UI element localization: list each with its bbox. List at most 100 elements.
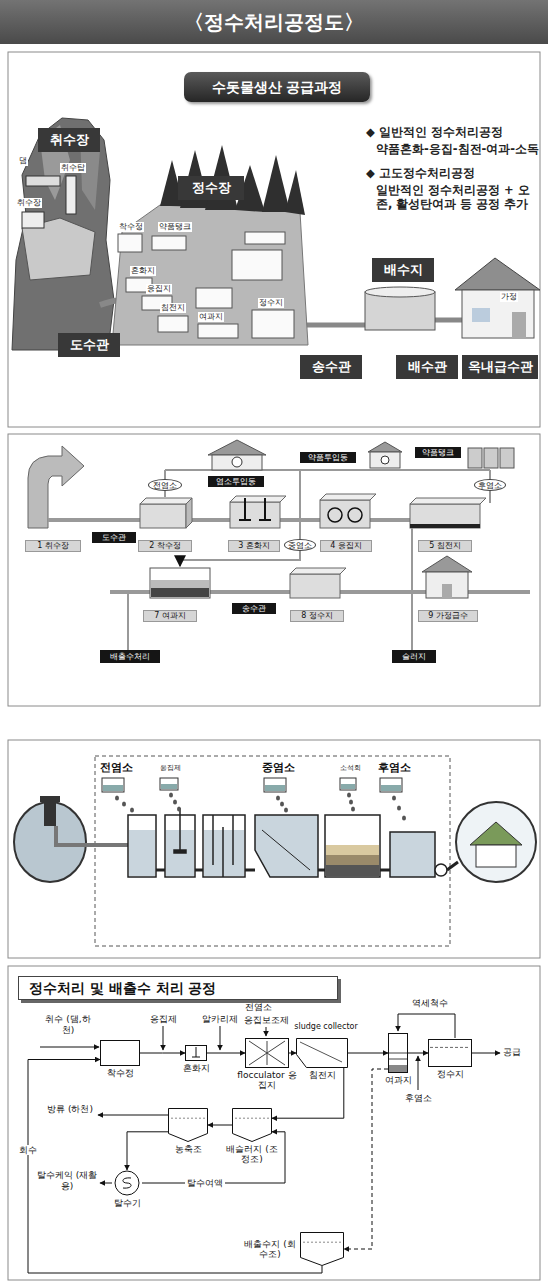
house bbox=[472, 308, 490, 322]
unit-drawing bbox=[296, 1038, 348, 1068]
panel-frame bbox=[8, 966, 540, 1280]
node-text: 9 가정급수 bbox=[428, 611, 468, 621]
process-line-drawing bbox=[151, 580, 209, 588]
process-illustration bbox=[103, 785, 123, 791]
edge-label: 회수 bbox=[17, 1145, 39, 1156]
flow-arrow bbox=[163, 1026, 164, 1050]
process-illustration bbox=[284, 808, 288, 813]
process-line-drawing bbox=[410, 498, 486, 504]
unit-drawing bbox=[428, 1039, 472, 1067]
process-line-drawing bbox=[410, 504, 480, 528]
mixer bbox=[192, 1057, 200, 1058]
text-label: 탈수케익 (재활용) bbox=[36, 1170, 98, 1192]
node-text: 송수관 bbox=[312, 359, 351, 375]
unit-outline bbox=[101, 1041, 140, 1066]
process-line-drawing bbox=[468, 448, 514, 468]
unit-text: 배슬러지 (조정조) bbox=[226, 1144, 277, 1164]
treatment-plant bbox=[232, 250, 282, 280]
process-unit: 배슬러지 (조정조) bbox=[225, 1108, 279, 1165]
node-text: 5 침전지 bbox=[429, 541, 461, 551]
chlorine-oval: 전염소 bbox=[148, 479, 182, 491]
node-text: 1 취수장 bbox=[37, 541, 69, 551]
unit-outline bbox=[389, 1034, 408, 1073]
process-line-drawing bbox=[28, 440, 530, 650]
water-line bbox=[303, 1242, 341, 1243]
text-label: 가정 bbox=[500, 292, 518, 302]
house bbox=[455, 258, 540, 338]
text-label: 취수 (댐,하천) bbox=[42, 1014, 94, 1036]
floc-hatch bbox=[249, 1041, 285, 1065]
unit-label: 침전지 bbox=[300, 1070, 344, 1080]
text-label: 응집지 bbox=[146, 284, 172, 294]
process-illustration bbox=[40, 796, 60, 802]
process-illustration bbox=[380, 778, 402, 792]
treatment-plant bbox=[118, 234, 142, 252]
process-illustration bbox=[340, 778, 356, 790]
text-label: 전염소 bbox=[100, 761, 133, 774]
section-label: 배수관 bbox=[396, 355, 458, 379]
unit-text: 착수정 bbox=[107, 1068, 134, 1078]
process-line-drawing bbox=[348, 508, 362, 522]
process-line-drawing bbox=[368, 442, 402, 452]
process-illustration bbox=[130, 808, 134, 813]
unit-shape bbox=[245, 1038, 289, 1068]
process-unit: 정수지 bbox=[428, 1039, 472, 1079]
unit-text: 탈수기 bbox=[114, 1198, 141, 1208]
process-illustration bbox=[456, 802, 536, 882]
flow-connector bbox=[289, 1053, 296, 1054]
process-line-drawing bbox=[328, 508, 362, 522]
treatment-plant bbox=[112, 205, 308, 345]
process-illustration bbox=[129, 830, 155, 876]
text-label: 응집보조제 bbox=[244, 1015, 289, 1026]
unit-drawing bbox=[100, 1040, 140, 1066]
node-text: 정수처리 및 배출수 처리 공정 bbox=[29, 980, 217, 997]
process-illustration bbox=[326, 865, 379, 876]
unit-text: 정수지 bbox=[437, 1069, 464, 1079]
unit-outline bbox=[186, 1046, 207, 1061]
node-text: 송수관 bbox=[242, 604, 266, 614]
flow-connector bbox=[408, 1053, 428, 1054]
unit-outline bbox=[169, 1109, 208, 1142]
text-label: 취수장 bbox=[16, 198, 42, 208]
process-line-drawing bbox=[140, 498, 192, 504]
filter-layer bbox=[389, 1059, 407, 1060]
process-illustration bbox=[14, 802, 86, 882]
node-text: 수돗물생산 공급과정 bbox=[212, 79, 343, 96]
unit-label: flocculator 응집지 bbox=[237, 1070, 297, 1091]
intake-mountain bbox=[12, 118, 114, 350]
page-title: 〈정수처리공정도〉 bbox=[0, 0, 548, 44]
node-text: 전염소 bbox=[153, 481, 177, 490]
process-illustration bbox=[204, 830, 244, 876]
process-illustration bbox=[470, 822, 522, 845]
process-line-drawing bbox=[127, 592, 129, 650]
text-label: 침전지 bbox=[160, 303, 186, 313]
process-illustration bbox=[56, 826, 128, 845]
process-illustration bbox=[102, 778, 402, 792]
process-illustration bbox=[222, 827, 224, 877]
water-line bbox=[235, 1118, 269, 1119]
unit-drawing bbox=[168, 1108, 208, 1142]
panel-frame bbox=[8, 740, 540, 958]
text-label: 중염소 bbox=[262, 761, 295, 774]
unit-drawing bbox=[388, 1033, 408, 1073]
process-illustration bbox=[262, 830, 310, 870]
node-text: 8 정수지 bbox=[301, 611, 333, 621]
process-illustration bbox=[255, 815, 318, 877]
node-text: 7 여과지 bbox=[154, 611, 186, 621]
step-caption: 2 착수정 bbox=[138, 540, 192, 552]
mixer bbox=[196, 1047, 197, 1057]
treatment-plant bbox=[158, 316, 188, 332]
process-line-drawing bbox=[500, 448, 514, 468]
flow-connector bbox=[207, 1053, 245, 1054]
node-text: 슬러지 bbox=[402, 652, 426, 662]
section-heading: 정수처리 및 배출수 처리 공정 bbox=[18, 976, 338, 1000]
unit-shape bbox=[168, 1108, 208, 1142]
text-label: 정수지 bbox=[258, 298, 284, 308]
process-unit: 침전지 bbox=[296, 1038, 348, 1080]
unit-label: 혼화지 bbox=[176, 1063, 216, 1073]
text-label: 응집제 bbox=[160, 764, 181, 772]
process-line-drawing bbox=[208, 440, 266, 455]
process-line-drawing bbox=[484, 448, 498, 468]
process-illustration bbox=[161, 784, 177, 789]
